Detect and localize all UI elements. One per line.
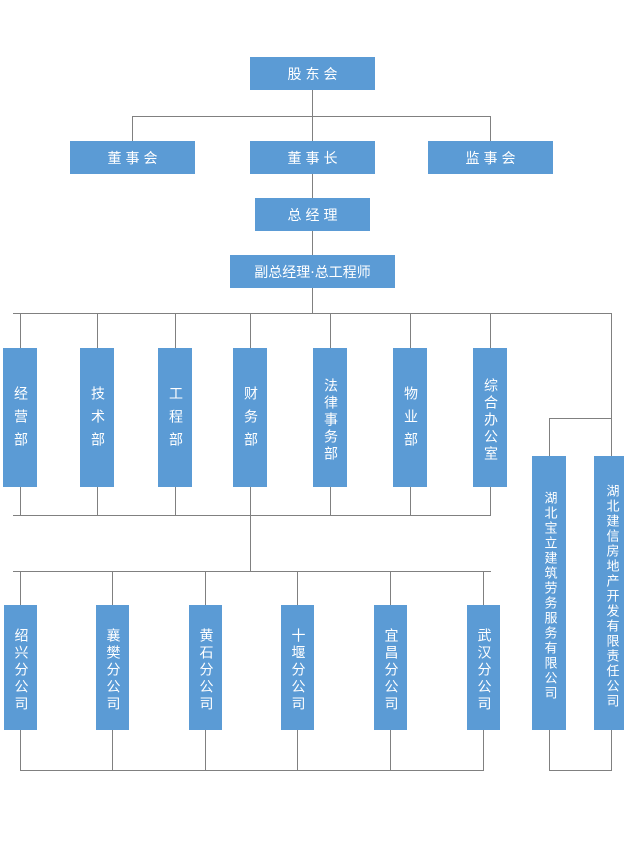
connector-branch-bottom-bus bbox=[20, 770, 484, 771]
node-label: 宜昌分公司 bbox=[382, 628, 399, 713]
node-subsidiary-baoli-labor-services[interactable]: 湖北宝立建筑劳务服务有限公司 bbox=[532, 456, 566, 730]
connector-branch-drop-2 bbox=[205, 571, 206, 605]
connector-branch-bottom-riser-1 bbox=[112, 730, 113, 770]
connector-chairman-to-gm bbox=[312, 174, 313, 198]
connector-subsidiary-bottom-riser-1 bbox=[611, 730, 612, 770]
connector-subsidiary-riser bbox=[611, 313, 612, 419]
connector-dept-bottom-riser-4 bbox=[330, 487, 331, 515]
node-label: 总经理 bbox=[287, 207, 342, 224]
node-label: 董事会 bbox=[107, 150, 162, 167]
node-label: 股东会 bbox=[287, 66, 342, 83]
connector-branch-drop-5 bbox=[483, 571, 484, 605]
node-board-of-directors[interactable]: 董事会 bbox=[70, 141, 195, 174]
node-branch-yichang[interactable]: 宜昌分公司 bbox=[374, 605, 407, 730]
connector-gm-to-deputy bbox=[312, 231, 313, 255]
connector-board-right-drop bbox=[490, 116, 491, 141]
node-department-legal-affairs[interactable]: 法律事务部 bbox=[313, 348, 347, 487]
node-department-technology[interactable]: 技术部 bbox=[80, 348, 114, 487]
node-label: 绍兴分公司 bbox=[12, 628, 29, 713]
connector-branch-bottom-riser-2 bbox=[205, 730, 206, 770]
node-department-business[interactable]: 经营部 bbox=[3, 348, 37, 487]
connector-subsidiary-bottom-bus bbox=[549, 770, 612, 771]
node-general-manager[interactable]: 总经理 bbox=[255, 198, 370, 231]
connector-subsidiary-bottom-riser-0 bbox=[549, 730, 550, 770]
node-label: 湖北宝立建筑劳务服务有限公司 bbox=[541, 491, 557, 701]
connector-branch-drop-3 bbox=[297, 571, 298, 605]
node-label: 黄石分公司 bbox=[197, 628, 214, 713]
node-label: 副总经理·总工程师 bbox=[254, 264, 371, 281]
node-subsidiary-jianxin-real-estate[interactable]: 湖北建信房地产开发有限责任公司 bbox=[594, 456, 624, 730]
node-department-engineering[interactable]: 工程部 bbox=[158, 348, 192, 487]
node-label: 物业部 bbox=[402, 386, 418, 455]
connector-department-top-bus bbox=[13, 313, 612, 314]
node-label: 法律事务部 bbox=[322, 378, 338, 463]
connector-board-left-drop bbox=[132, 116, 133, 141]
node-label: 监事会 bbox=[465, 150, 520, 167]
node-branch-shaoxing[interactable]: 绍兴分公司 bbox=[4, 605, 37, 730]
connector-board-bus bbox=[132, 116, 491, 117]
node-board-of-supervisors[interactable]: 监事会 bbox=[428, 141, 553, 174]
node-label: 技术部 bbox=[89, 386, 105, 455]
node-department-finance[interactable]: 财务部 bbox=[233, 348, 267, 487]
connector-branch-bottom-riser-0 bbox=[20, 730, 21, 770]
node-shareholders-meeting[interactable]: 股东会 bbox=[250, 57, 375, 90]
connector-subsidiary-bus bbox=[549, 418, 612, 419]
node-label: 武汉分公司 bbox=[475, 628, 492, 713]
connector-dept-bottom-riser-0 bbox=[20, 487, 21, 515]
node-label: 董事长 bbox=[287, 150, 342, 167]
node-branch-wuhan[interactable]: 武汉分公司 bbox=[467, 605, 500, 730]
node-label: 经营部 bbox=[12, 386, 28, 455]
node-label: 十堰分公司 bbox=[289, 628, 306, 713]
node-department-general-office[interactable]: 综合办公室 bbox=[473, 348, 507, 487]
connector-dept-bottom-riser-5 bbox=[410, 487, 411, 515]
connector-shareholders-down bbox=[312, 90, 313, 116]
connector-subsidiary-drop-1 bbox=[611, 418, 612, 456]
node-label: 财务部 bbox=[242, 386, 258, 455]
connector-branch-bottom-riser-4 bbox=[390, 730, 391, 770]
connector-dept-bottom-riser-2 bbox=[175, 487, 176, 515]
node-label: 湖北建信房地产开发有限责任公司 bbox=[603, 483, 619, 709]
node-label: 襄樊分公司 bbox=[104, 628, 121, 713]
connector-dept-bottom-riser-6 bbox=[490, 487, 491, 515]
connector-branch-top-bus bbox=[13, 571, 491, 572]
node-label: 工程部 bbox=[167, 386, 183, 455]
node-branch-shiyan[interactable]: 十堰分公司 bbox=[281, 605, 314, 730]
node-branch-xiangfan[interactable]: 襄樊分公司 bbox=[96, 605, 129, 730]
connector-deputy-down bbox=[312, 288, 313, 314]
connector-dept-drop-4 bbox=[330, 313, 331, 348]
connector-dept-bottom-riser-1 bbox=[97, 487, 98, 515]
connector-dept-drop-3 bbox=[250, 313, 251, 348]
connector-dept-drop-6 bbox=[490, 313, 491, 348]
connector-subsidiary-drop-0 bbox=[549, 418, 550, 456]
node-chairman[interactable]: 董事长 bbox=[250, 141, 375, 174]
connector-branch-drop-1 bbox=[112, 571, 113, 605]
connector-dept-bottom-riser-3 bbox=[250, 487, 251, 515]
connector-board-mid-drop bbox=[312, 116, 313, 141]
node-branch-huangshi[interactable]: 黄石分公司 bbox=[189, 605, 222, 730]
node-label: 综合办公室 bbox=[482, 378, 498, 463]
connector-dept-drop-5 bbox=[410, 313, 411, 348]
connector-dept-drop-1 bbox=[97, 313, 98, 348]
connector-department-bottom-bus bbox=[13, 515, 491, 516]
connector-branch-bottom-riser-3 bbox=[297, 730, 298, 770]
connector-dept-drop-2 bbox=[175, 313, 176, 348]
connector-branch-drop-4 bbox=[390, 571, 391, 605]
node-department-property-management[interactable]: 物业部 bbox=[393, 348, 427, 487]
connector-branch-bottom-riser-5 bbox=[483, 730, 484, 770]
connector-branch-riser bbox=[250, 515, 251, 571]
node-deputy-general-manager-chief-engineer[interactable]: 副总经理·总工程师 bbox=[230, 255, 395, 288]
connector-dept-drop-0 bbox=[20, 313, 21, 348]
connector-branch-drop-0 bbox=[20, 571, 21, 605]
